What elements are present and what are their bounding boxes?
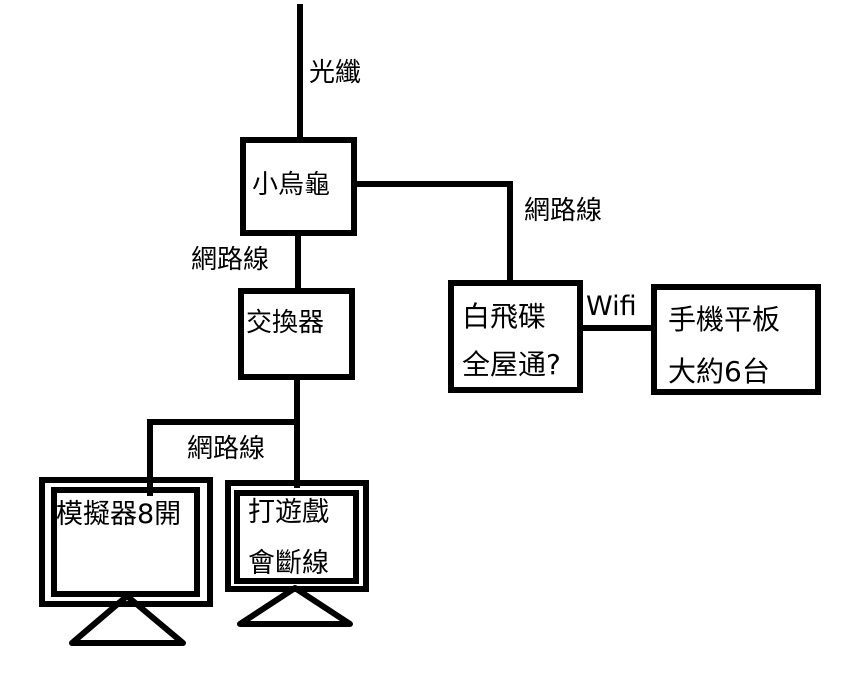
monitor-stand (69, 593, 186, 646)
monitor-stand (237, 585, 353, 627)
node-label-pc2-line1: 打遊戲 (248, 497, 329, 528)
node-pc2-monitor (225, 480, 369, 627)
node-label-pc2-line2: 會斷線 (248, 548, 329, 579)
edge-label-wifi: Wifi (586, 291, 637, 322)
edge-switch-pc1 (147, 419, 300, 496)
node-mobile-box (651, 284, 821, 395)
node-pc1-monitor (39, 477, 213, 646)
edge-router-mesh (351, 181, 513, 286)
monitor-inner-frame (234, 490, 359, 584)
edge-label-router-mesh: 網路線 (524, 196, 603, 226)
edge-label-fiber: 光纖 (309, 58, 362, 88)
node-label-router: 小烏龜 (252, 170, 331, 200)
edge-label-switch-pc1: 網路線 (187, 434, 266, 464)
node-label-mobile-line2: 大約6台 (668, 355, 770, 388)
node-mesh-box (448, 280, 583, 393)
node-label-mobile-line1: 手機平板 (668, 303, 781, 336)
node-label-pc1: 模擬器8開 (56, 499, 182, 530)
node-label-mesh-line2: 全屋通? (462, 348, 561, 381)
node-label-switch: 交換器 (246, 308, 325, 338)
node-label-mesh-line1: 白飛碟 (462, 300, 547, 333)
edge-label-router-switch: 網路線 (191, 245, 270, 275)
monitor-outer-frame (39, 477, 213, 607)
